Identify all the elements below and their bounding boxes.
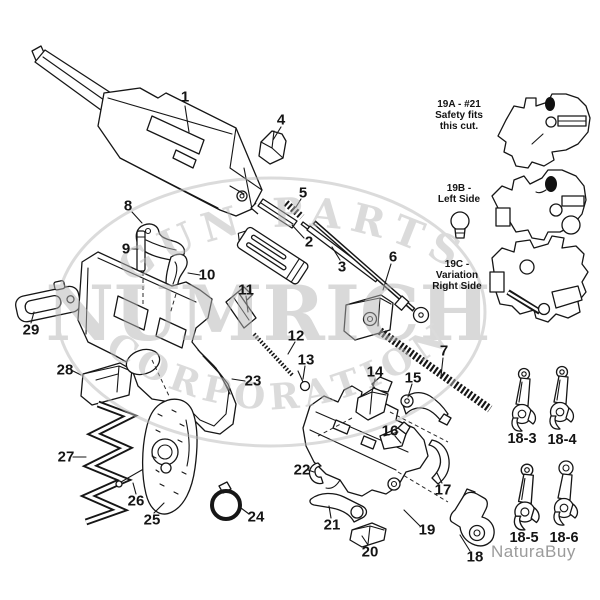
part-4-lock-block-drawing [258, 130, 287, 165]
part-25-grip-panel-drawing [141, 398, 198, 515]
part-callout-24: 24 [247, 508, 265, 526]
part-24-lanyard-ring-drawing [210, 481, 242, 521]
part-12-spring-drawing [252, 332, 295, 378]
part-8-rocker-coupling-drawing [135, 223, 186, 261]
part-callout-8: 8 [123, 197, 133, 215]
part-9-pin-drawing [136, 230, 146, 278]
hammer-variant-18-6-drawing [553, 460, 579, 526]
part-callout-7: 7 [439, 342, 449, 360]
alignment-dash-line [389, 411, 449, 443]
part-28-follower-drawing [80, 362, 133, 406]
part-16-coupling-drawing [379, 421, 411, 450]
part-29-floor-plate-drawing [15, 280, 81, 323]
part-callout-23: 23 [244, 372, 262, 390]
alignment-dash-line [397, 471, 449, 503]
part-callout-29: 29 [22, 321, 40, 339]
part-5-spring-drawing [283, 200, 305, 220]
part-callout-6: 6 [388, 248, 398, 266]
part-7-recoil-spring-drawing [377, 327, 493, 413]
hammer-variant-18-5-drawing [513, 463, 540, 531]
part-callout-19: 19 [418, 521, 436, 539]
watermark-name-text: NUMRICH [46, 269, 491, 358]
part-callout-18: 18 [466, 548, 484, 566]
part-callout-28: 28 [56, 361, 74, 379]
part-14-rear-sight-blocks-drawing [355, 376, 393, 421]
variant-label-18-3: 18-3 [507, 430, 537, 447]
part-13-pin-drawing [297, 370, 311, 392]
part-callout-9: 9 [121, 240, 131, 258]
part-6-rod-drawing [312, 220, 430, 324]
inset-label-19a: 19A - #21 Safety fits this cut. [435, 99, 483, 132]
variant-label-18-6: 18-6 [549, 529, 579, 546]
part-15-sear-arm-drawing [400, 391, 452, 426]
part-17-spring-lever-drawing [428, 439, 450, 485]
hammer-variant-18-4-drawing [549, 365, 575, 430]
inset-19c-hammer-variation-drawing [489, 235, 589, 323]
part-callout-27: 27 [57, 448, 75, 466]
part-20-bracket-drawing [349, 522, 387, 548]
part-callout-15: 15 [404, 369, 422, 387]
part-22-clip-drawing [308, 462, 324, 485]
naturabuy-logo: NaturaBuy [491, 542, 576, 561]
hammer-variant-18-3-drawing [511, 367, 537, 432]
part-callout-26: 26 [127, 492, 145, 510]
part-callout-13: 13 [297, 351, 315, 369]
part-callout-2: 2 [304, 233, 314, 251]
part-2-bolt-drawing [236, 198, 309, 285]
inset-19a-hammer-cut-drawing [497, 93, 591, 169]
part-callout-5: 5 [298, 184, 308, 202]
part-callout-22: 22 [293, 461, 311, 479]
variant-label-18-5: 18-5 [509, 529, 539, 546]
part-callout-21: 21 [323, 516, 341, 534]
part-callout-12: 12 [287, 327, 305, 345]
variant-label-18-4: 18-4 [547, 431, 577, 448]
inset-label-19b: 19B - Left Side [437, 183, 481, 205]
inset-19b-hammer-left-side-drawing [491, 169, 587, 241]
part-callout-11: 11 [238, 281, 254, 299]
bulb-shaped-part-drawing [450, 211, 470, 239]
part-1-barrel-upper-receiver-drawing [31, 45, 263, 217]
part-11-follower-arm-drawing [225, 286, 257, 329]
part-callout-1: 1 [180, 88, 190, 106]
part-callout-3: 3 [337, 258, 347, 276]
part-27-mainspring-zigzag-drawing [79, 400, 139, 526]
part-21-lever-drawing [309, 492, 368, 523]
part-callout-16: 16 [381, 422, 399, 440]
part-callout-14: 14 [366, 363, 384, 381]
part-23-grip-frame-drawing [77, 251, 237, 435]
part-callout-10: 10 [198, 266, 216, 284]
part-3-firing-pin-and-housing-drawing [300, 221, 394, 341]
part-18-hammer-drawing [449, 488, 495, 547]
part-19-lock-frame-drawing [302, 385, 429, 497]
part-callout-20: 20 [361, 543, 379, 561]
part-callout-17: 17 [434, 481, 452, 499]
inset-label-19c: 19C - Variation Right Side [432, 259, 482, 292]
part-callout-4: 4 [276, 111, 286, 129]
callout-leader-lines [30, 105, 471, 552]
part-callout-25: 25 [143, 511, 161, 529]
